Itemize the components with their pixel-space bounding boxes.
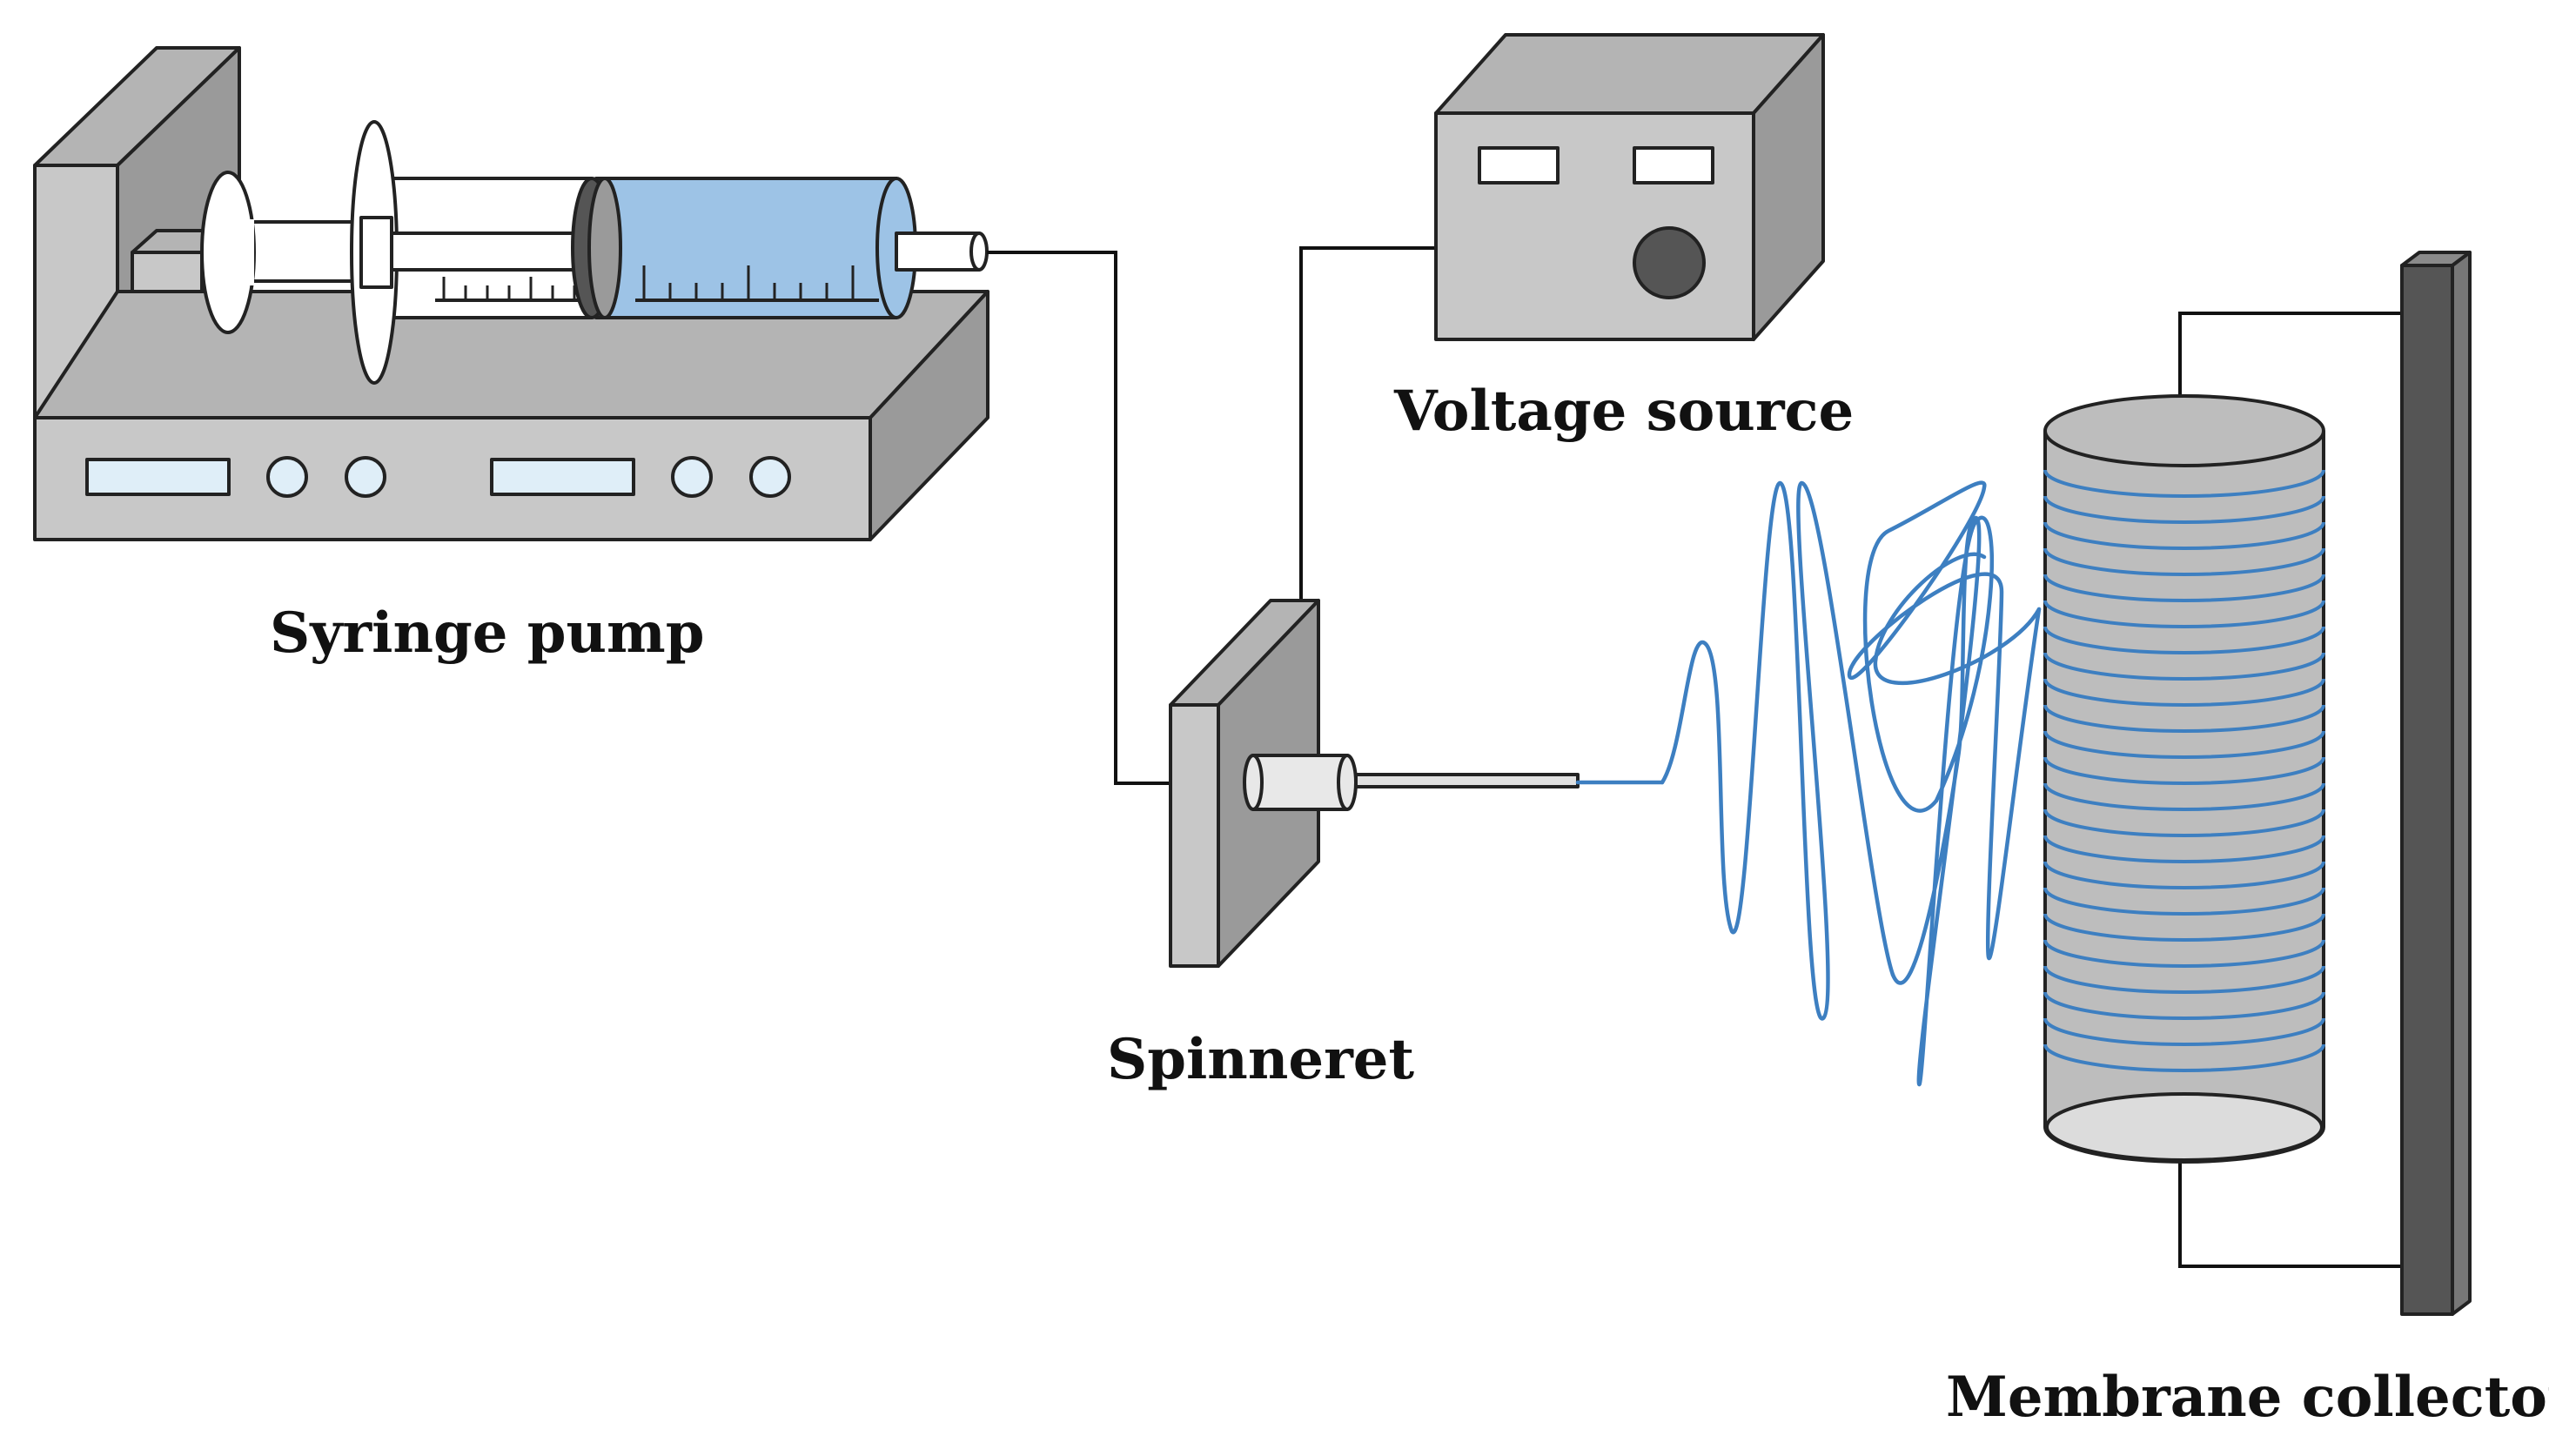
spinneret-hub-front: [1337, 754, 1358, 811]
fiber-jet-icon: [1575, 480, 2042, 1086]
pump-button-2: [345, 456, 386, 498]
hv-wire-spinneret: [1299, 246, 1436, 601]
spinneret-hub: [1251, 754, 1349, 811]
psu-display-right: [1633, 146, 1714, 185]
frame-bar-side: [2451, 251, 2472, 1316]
syringe-pump-label: Syringe pump: [270, 601, 705, 666]
barrel-solution: [594, 177, 898, 319]
plunger-seal-light: [587, 177, 622, 319]
pump-display-left: [85, 458, 231, 496]
fiber-jet-loop-4: [1873, 552, 2042, 686]
plunger-flange-hub: [359, 216, 393, 289]
ground-wire-bottom: [2178, 1127, 2402, 1268]
syringe-tip: [895, 231, 981, 272]
frame-bar-front: [2400, 264, 2454, 1316]
spinneret-label: Spinneret: [1107, 1027, 1415, 1092]
spinneret-icon: [1169, 599, 1580, 968]
ground-wire-top: [2178, 312, 2402, 400]
pump-button-3: [671, 456, 713, 498]
drum-bottom-face: [2045, 1092, 2324, 1162]
pump-button-4: [749, 456, 791, 498]
drum-top-face: [2043, 394, 2325, 467]
voltage-source-icon: [1434, 33, 1825, 341]
psu-knob: [1633, 226, 1706, 299]
membrane-collector-label: Membrane collector: [1946, 1365, 2549, 1430]
drum-collector-icon: [2043, 251, 2472, 1316]
syringe-tip-end: [969, 231, 989, 272]
spinneret-hub-end: [1243, 754, 1264, 811]
drum-fiber-windings: [2043, 469, 2325, 1072]
syringe-icon: [200, 120, 989, 385]
fiber-jet-loop-2: [1890, 515, 1994, 1086]
barrel-ticks-solution: [642, 265, 855, 300]
barrel-ticks-empty: [442, 277, 576, 300]
pump-button-1: [266, 456, 308, 498]
feed-tube: [987, 251, 1171, 785]
connection-wires: [987, 246, 2402, 1268]
plunger-rod-right: [390, 231, 594, 272]
drum-body: [2045, 431, 2324, 1127]
fiber-jet-loop-3: [1847, 480, 2042, 961]
spinneret-needle: [1354, 773, 1580, 788]
voltage-source-label: Voltage source: [1394, 379, 1855, 444]
spinneret-plate-front: [1169, 703, 1220, 968]
psu-display-left: [1478, 146, 1560, 185]
fiber-jet-loop-1: [1660, 480, 1895, 1021]
plunger-hub: [228, 219, 254, 285]
pump-display-right: [490, 458, 635, 496]
